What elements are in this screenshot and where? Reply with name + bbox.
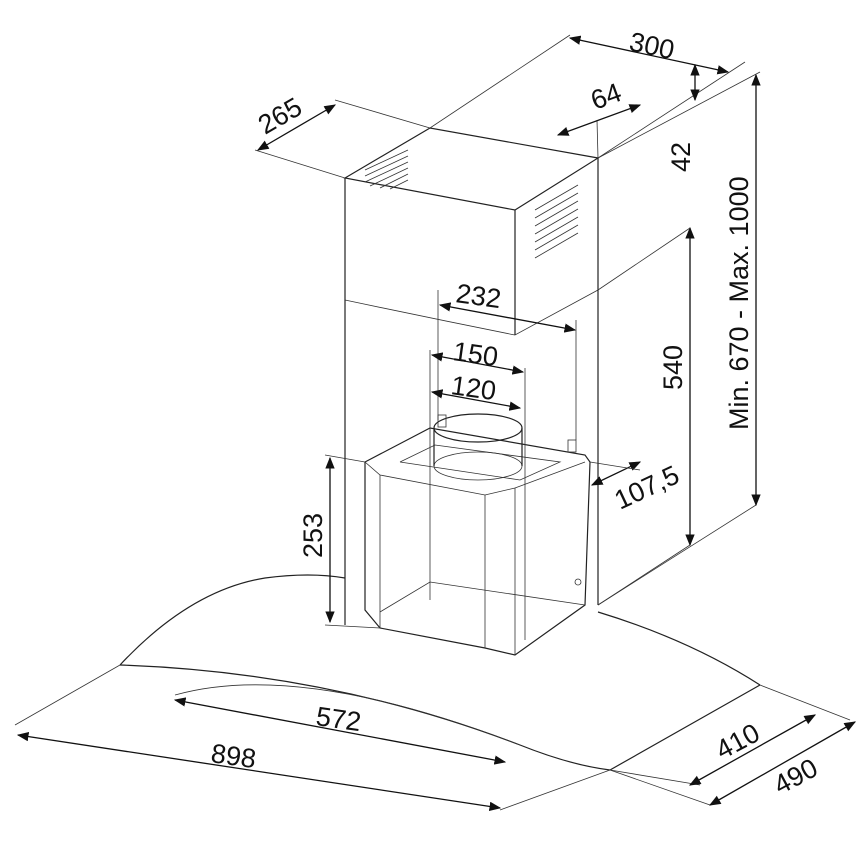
dimension-labels: 300 64 265 42 Min. 670 - Max. 1000 232 1… [209,27,822,801]
lower-chimney [344,290,599,625]
label-540: 540 [658,345,688,390]
vent-slots-right [534,184,579,259]
label-107-5: 107,5 [610,460,684,516]
label-height-range: Min. 670 - Max. 1000 [724,176,754,430]
label-490: 490 [769,753,823,801]
label-150: 150 [451,336,500,372]
label-572: 572 [314,701,363,737]
label-64: 64 [587,77,625,115]
label-232: 232 [454,278,503,314]
hood-body [364,427,591,656]
label-898: 898 [209,738,258,774]
glass-canopy [119,574,761,771]
label-253: 253 [298,513,328,558]
label-120: 120 [449,370,498,406]
dimension-lines [14,34,857,812]
air-outlet [433,413,577,481]
upper-chimney [343,127,600,336]
vent-slots-left [364,149,409,190]
label-410: 410 [711,718,765,766]
label-265: 265 [253,92,307,141]
label-42: 42 [666,142,696,172]
label-300: 300 [627,27,677,66]
